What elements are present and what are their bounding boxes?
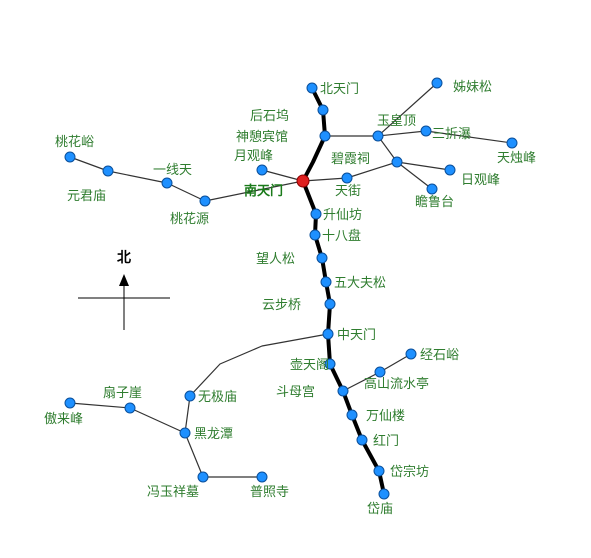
- label-fengyuxiangmu: 冯玉祥墓: [147, 485, 199, 500]
- label-gaoshanliushuiting: 高山流水亭: [364, 376, 429, 392]
- branch-trails: [69, 82, 513, 478]
- label-shengxianfang: 升仙坊: [323, 208, 362, 223]
- label-heilongtan: 黑龙潭: [194, 427, 233, 442]
- label-nantianmen: 南天门: [244, 183, 283, 199]
- label-shenqibinguan: 神憩宾馆: [236, 129, 288, 145]
- label-doumugong: 斗母宫: [276, 385, 315, 400]
- label-tianzhufeng: 天烛峰: [497, 151, 536, 166]
- node-aolaifeng[interactable]: [64, 397, 76, 409]
- label-shanziya: 扇子崖: [103, 385, 142, 401]
- node-beitianmen[interactable]: [306, 82, 318, 94]
- nodes: [64, 77, 518, 500]
- label-zhongtianmen: 中天门: [337, 328, 376, 343]
- node-yuanjunmiao[interactable]: [102, 165, 114, 177]
- node-wangrensong[interactable]: [316, 252, 328, 264]
- label-puzhaosi: 普照寺: [250, 485, 289, 500]
- label-houshiwu: 后石坞: [250, 108, 289, 124]
- node-shanziya[interactable]: [124, 402, 136, 414]
- node-zhanlutai[interactable]: [426, 183, 438, 195]
- label-wanxianlou: 万仙楼: [366, 409, 405, 424]
- node-zimeisong[interactable]: [431, 77, 443, 89]
- label-yueguanfeng: 月观峰: [234, 149, 273, 164]
- label-bixiaci: 碧霞祠: [331, 152, 370, 167]
- label-yixiantian: 一线天: [153, 163, 192, 178]
- label-wujimiao: 无极庙: [198, 390, 237, 405]
- trail-zhanlutai: [396, 161, 433, 190]
- node-hongmen[interactable]: [356, 434, 368, 446]
- label-daizongfang: 岱宗坊: [390, 464, 429, 480]
- label-aolaifeng: 傲来峰: [44, 412, 83, 427]
- north-arrow-icon: [119, 274, 129, 286]
- north-compass: 北: [78, 250, 170, 330]
- trail-yueguanfeng: [261, 169, 304, 182]
- node-shenqibinguan[interactable]: [319, 130, 331, 142]
- label-yuhuangding: 玉皇顶: [377, 114, 416, 129]
- label-daimiao: 岱庙: [367, 502, 393, 517]
- node-hutiange[interactable]: [324, 358, 336, 370]
- node-sanzhepu[interactable]: [420, 125, 432, 137]
- node-puzhaosi[interactable]: [256, 471, 268, 483]
- node-jingshiyu[interactable]: [405, 348, 417, 360]
- main-trail: [301, 87, 386, 495]
- node-doumugong[interactable]: [337, 385, 349, 397]
- node-wujimiao[interactable]: [184, 390, 196, 402]
- label-zimeisong: 姊妹松: [453, 80, 492, 95]
- node-zhongtianmen[interactable]: [322, 328, 334, 340]
- label-wudafusong: 五大夫松: [334, 276, 386, 291]
- compass-north-label: 北: [117, 250, 131, 266]
- trail-west-valley: [184, 333, 329, 478]
- node-gaoshanliushuiting[interactable]: [374, 366, 386, 378]
- node-shibapan[interactable]: [309, 229, 321, 241]
- node-bixiaci[interactable]: [391, 156, 403, 168]
- labels: 北天门 姊妹松 后石坞 玉皇顶 神憩宾馆 三折瀑 桃花峪 天烛峰 元君庙 一线天…: [44, 80, 536, 517]
- label-hutiange: 壶天阁: [290, 358, 329, 373]
- label-shibapan: 十八盘: [322, 228, 361, 244]
- label-taohuayuan: 桃花源: [170, 211, 209, 227]
- node-heilongtan[interactable]: [179, 427, 191, 439]
- label-jingshiyu: 经石峪: [420, 348, 459, 363]
- node-fengyuxiangmu[interactable]: [197, 471, 209, 483]
- node-taohuayu[interactable]: [64, 151, 76, 163]
- label-hongmen: 红门: [373, 433, 399, 449]
- label-yunbuqiao: 云步桥: [262, 298, 301, 313]
- node-tianjie[interactable]: [341, 172, 353, 184]
- node-shengxianfang[interactable]: [310, 208, 322, 220]
- label-taohuayu: 桃花峪: [55, 134, 94, 150]
- trail-riguanfeng: [396, 161, 451, 171]
- node-wudafusong[interactable]: [320, 276, 332, 288]
- node-nantianmen[interactable]: [296, 174, 310, 188]
- node-taohuayuan[interactable]: [199, 195, 211, 207]
- node-tianzhufeng[interactable]: [506, 137, 518, 149]
- label-sanzhepu: 三折瀑: [432, 127, 471, 142]
- node-yunbuqiao[interactable]: [324, 298, 336, 310]
- node-yuhuangding[interactable]: [372, 130, 384, 142]
- label-yuanjunmiao: 元君庙: [67, 189, 106, 204]
- label-wangrensong: 望人松: [256, 251, 295, 267]
- label-zhanlutai: 瞻鲁台: [415, 195, 454, 210]
- label-tianjie: 天街: [335, 184, 361, 199]
- label-riguanfeng: 日观峰: [461, 173, 500, 188]
- node-daizongfang[interactable]: [373, 465, 385, 477]
- label-beitianmen: 北天门: [320, 82, 359, 97]
- node-houshiwu[interactable]: [317, 104, 329, 116]
- node-daimiao[interactable]: [378, 488, 390, 500]
- node-yixiantian[interactable]: [161, 177, 173, 189]
- node-riguanfeng[interactable]: [444, 164, 456, 176]
- node-wanxianlou[interactable]: [346, 409, 358, 421]
- node-yueguanfeng[interactable]: [256, 164, 268, 176]
